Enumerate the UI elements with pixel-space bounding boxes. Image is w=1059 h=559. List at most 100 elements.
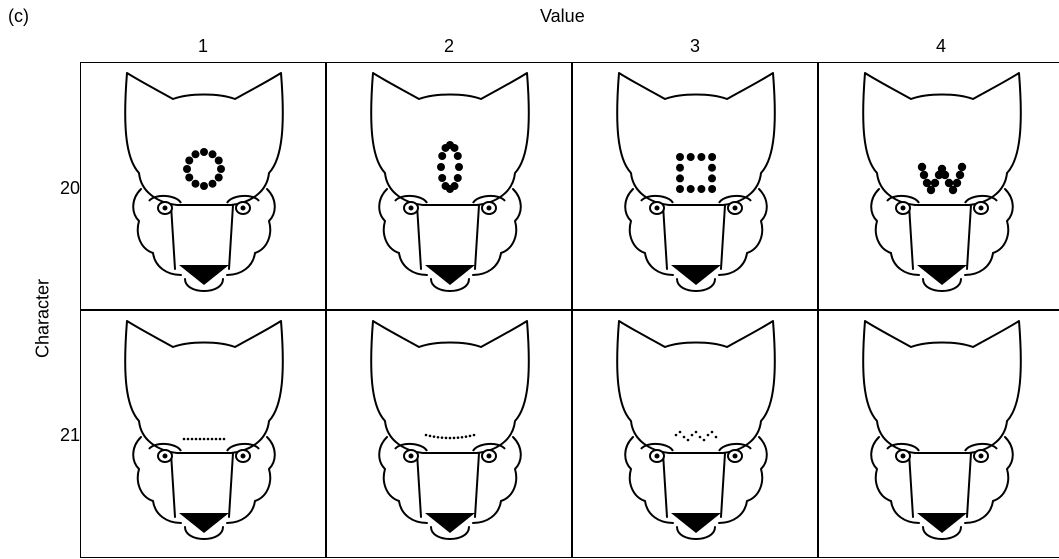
marking-dot [437, 163, 445, 171]
muzzle-outline [663, 453, 725, 517]
marking-dot [920, 171, 928, 179]
marking-dot [441, 436, 444, 439]
panel-label: (c) [8, 6, 29, 27]
row-label-21: 21 [48, 425, 80, 446]
marking-dot [433, 435, 436, 438]
marking-dot [437, 436, 440, 439]
marking-dot [687, 153, 695, 161]
marking-dot [454, 174, 462, 182]
character-value-grid [80, 62, 1059, 558]
marking-dot [209, 150, 217, 158]
marking-dot [465, 435, 468, 438]
cell-character-20-value-1 [80, 62, 326, 310]
marking-dot [219, 438, 222, 441]
marking-dot [438, 152, 446, 160]
marking-dot [687, 439, 690, 442]
marking-dot [457, 436, 460, 439]
marking-dot [715, 436, 718, 439]
cell-character-20-value-4 [818, 62, 1059, 310]
marking-dot [676, 164, 684, 172]
marking-dot [711, 431, 714, 434]
marking-dot [211, 438, 214, 441]
marking-dot [708, 174, 716, 182]
marking-dot [445, 437, 448, 440]
animal-face-figure [573, 311, 819, 559]
marking-dot [192, 180, 200, 188]
cell-character-21-value-2 [326, 310, 572, 558]
x-axis-title: Value [540, 6, 585, 27]
marking-dot [200, 148, 208, 156]
head-outline [617, 73, 775, 205]
jaw-right-outline [227, 189, 275, 275]
marking-dot [679, 431, 682, 434]
marking-dot [215, 438, 218, 441]
marking-dot [207, 438, 210, 441]
marking-dot [697, 185, 705, 193]
marking-dot [676, 174, 684, 182]
cell-character-20-value-2 [326, 62, 572, 310]
marking-dot [918, 163, 926, 171]
jaw-right-outline [719, 189, 767, 275]
marking-dot [192, 150, 200, 158]
cell-character-20-value-3 [572, 62, 818, 310]
marking-dot [183, 165, 191, 173]
animal-face-figure [81, 63, 327, 311]
marking-dot [185, 157, 193, 165]
marking-dot [703, 439, 706, 442]
cell-character-21-value-4 [818, 310, 1059, 558]
marking-dot [453, 437, 456, 440]
marking-dot [223, 438, 226, 441]
row-label-20: 20 [48, 178, 80, 199]
marking-dot [941, 171, 949, 179]
animal-face-figure [819, 311, 1059, 559]
animal-face-figure [327, 63, 573, 311]
marking-dot [931, 179, 939, 187]
marking-dot [195, 438, 198, 441]
marking-dot [449, 437, 452, 440]
muzzle-outline [663, 205, 725, 269]
jaw-right-outline [719, 437, 767, 523]
marking-dot [676, 185, 684, 193]
marking-dot [187, 438, 190, 441]
marking-dot [708, 164, 716, 172]
marking-dot [695, 431, 698, 434]
marking-dot [683, 436, 686, 439]
animal-face-figure [819, 63, 1059, 311]
marking-dot [425, 434, 428, 437]
column-label-1: 1 [183, 36, 223, 57]
jaw-right-outline [227, 437, 275, 523]
marking-dot [691, 434, 694, 437]
cell-character-21-value-1 [80, 310, 326, 558]
marking-dot [203, 438, 206, 441]
animal-face-figure [327, 311, 573, 559]
jaw-right-outline [965, 189, 1013, 275]
muzzle-outline [417, 453, 479, 517]
marking-dot [958, 163, 966, 171]
column-label-3: 3 [675, 36, 715, 57]
marking-dot [438, 174, 446, 182]
marking-dot [215, 174, 223, 182]
muzzle-outline [171, 205, 233, 269]
column-label-4: 4 [921, 36, 961, 57]
marking-dot [697, 153, 705, 161]
head-outline [863, 73, 1021, 205]
marking-dot [708, 153, 716, 161]
marking-dot [454, 152, 462, 160]
marking-dot [676, 153, 684, 161]
marking-dot [687, 185, 695, 193]
animal-face-figure [573, 63, 819, 311]
cell-character-21-value-3 [572, 310, 818, 558]
muzzle-outline [171, 453, 233, 517]
marking-dot [191, 438, 194, 441]
head-outline [125, 321, 283, 453]
muzzle-outline [909, 453, 971, 517]
marking-dot [451, 144, 459, 152]
marking-dot [209, 180, 217, 188]
head-outline [371, 321, 529, 453]
marking-dot [953, 179, 961, 187]
muzzle-outline [417, 205, 479, 269]
jaw-right-outline [473, 189, 521, 275]
marking-dot [215, 157, 223, 165]
marking-dot [699, 436, 702, 439]
marking-dot [429, 435, 432, 438]
